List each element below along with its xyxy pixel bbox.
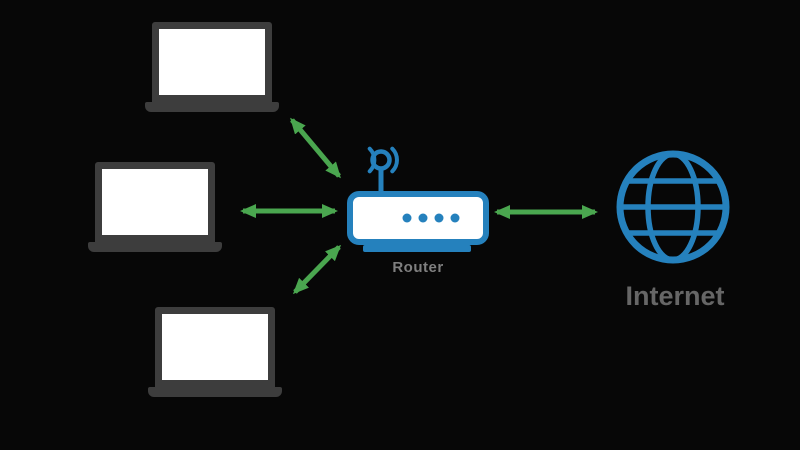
router-led [402, 213, 412, 223]
router-body [347, 191, 489, 245]
laptop-screen [155, 307, 275, 387]
wifi-arc-right [390, 146, 399, 174]
router-led [434, 213, 444, 223]
laptop-icon [145, 22, 279, 112]
internet-label: Internet [625, 281, 725, 311]
laptop-icon [148, 307, 282, 397]
laptop-base [88, 242, 222, 252]
wifi-router-icon [347, 146, 489, 252]
laptop-screen [152, 22, 272, 102]
laptop-icon [88, 162, 222, 252]
arrow-laptop1-router [290, 117, 341, 179]
laptop-screen [95, 162, 215, 242]
internet-globe-icon [616, 150, 730, 264]
laptop-base [148, 387, 282, 397]
router-led [418, 213, 428, 223]
arrow-laptop3-router [292, 244, 342, 295]
laptop-base [145, 102, 279, 112]
router-led [450, 213, 460, 223]
router-stand [363, 245, 471, 252]
router-label: Router [392, 259, 444, 276]
